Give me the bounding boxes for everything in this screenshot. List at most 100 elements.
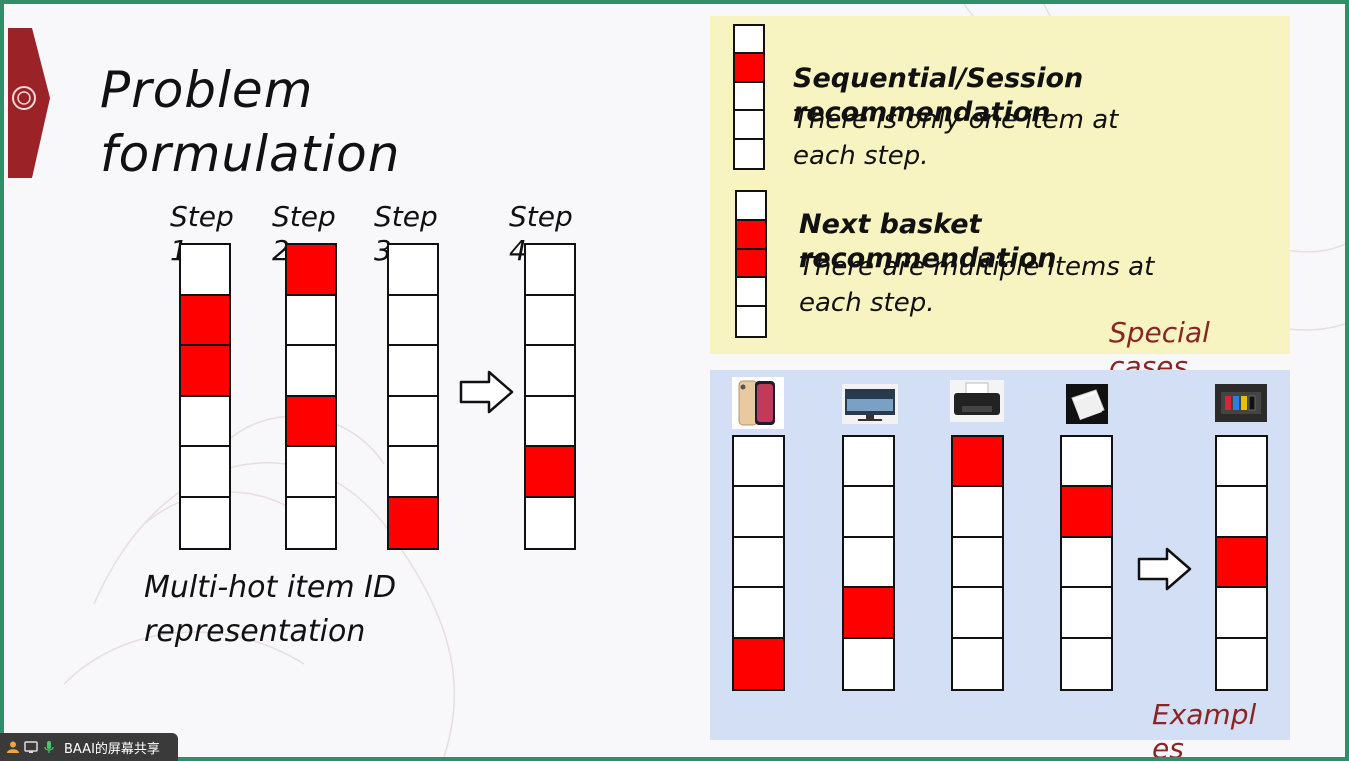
- inactive-cell: [1217, 638, 1266, 689]
- university-logo: [8, 28, 50, 178]
- microphone-icon[interactable]: [42, 740, 56, 754]
- inactive-cell: [181, 245, 229, 296]
- television-icon: [842, 384, 898, 424]
- inactive-cell: [734, 487, 783, 538]
- active-cell: [735, 54, 763, 83]
- ink-cartridge-icon: [1215, 384, 1267, 422]
- inactive-cell: [737, 278, 765, 308]
- active-cell: [181, 295, 229, 346]
- sequential-desc-line-1: There is only one item at: [793, 105, 1119, 135]
- inactive-cell: [526, 396, 574, 447]
- sequential-heading-line-2: recommendation: [793, 97, 1051, 128]
- printer-icon: [950, 380, 1004, 422]
- step-3-vector: [387, 243, 439, 550]
- slide: Problem formulation Step 1 Step 2 Step 3…: [4, 4, 1345, 757]
- title-line-1: Problem: [100, 61, 314, 119]
- active-cell: [1062, 487, 1111, 538]
- special-cases-panel: [710, 16, 1290, 354]
- inactive-cell: [526, 497, 574, 548]
- example-printer-vector: [951, 435, 1004, 691]
- inactive-cell: [1062, 537, 1111, 589]
- example-paper-vector: [1060, 435, 1113, 691]
- active-cell: [1217, 537, 1266, 589]
- inactive-cell: [734, 537, 783, 589]
- basket-heading-line-2: recommendation: [799, 243, 1057, 274]
- examples-tag: Exampl es: [1152, 698, 1256, 757]
- inactive-cell: [734, 588, 783, 639]
- inactive-cell: [287, 295, 335, 346]
- step-4-vector: [524, 243, 576, 550]
- inactive-cell: [287, 497, 335, 548]
- inactive-cell: [1217, 588, 1266, 639]
- step-4-number: 4: [509, 234, 527, 267]
- sequential-desc-line-2: each step.: [793, 141, 929, 171]
- paper-stack-icon: [1066, 384, 1108, 424]
- inactive-cell: [1217, 487, 1266, 538]
- inactive-cell: [181, 447, 229, 498]
- inactive-cell: [737, 307, 765, 336]
- step-1-vector: [179, 243, 231, 550]
- inactive-cell: [735, 26, 763, 55]
- screen-share-label: BAAI的屏幕共享: [64, 741, 160, 757]
- caption-line-2: representation: [144, 614, 366, 649]
- inactive-cell: [844, 537, 893, 589]
- examples-tag-line-2: es: [1152, 732, 1184, 757]
- inactive-cell: [389, 346, 437, 397]
- active-cell: [287, 245, 335, 296]
- inactive-cell: [1062, 437, 1111, 488]
- inactive-cell: [181, 396, 229, 447]
- inactive-cell: [953, 487, 1002, 538]
- basket-heading-line-1: Next basket: [799, 209, 982, 240]
- inactive-cell: [389, 245, 437, 296]
- active-cell: [287, 396, 335, 447]
- inactive-cell: [1217, 437, 1266, 488]
- example-predict-arrow-icon: [1137, 547, 1192, 591]
- special-tag-line-1: Special: [1109, 316, 1210, 349]
- inactive-cell: [737, 192, 765, 221]
- predict-arrow-icon: [459, 370, 514, 414]
- examples-tag-line-1: Exampl: [1152, 698, 1257, 731]
- inactive-cell: [953, 638, 1002, 689]
- basket-vector: [735, 190, 767, 338]
- caption-line-1: Multi-hot item ID: [144, 570, 397, 605]
- inactive-cell: [526, 346, 574, 397]
- active-cell: [953, 437, 1002, 488]
- step-1-word: Step: [170, 200, 234, 233]
- multi-hot-caption: Multi-hot item ID representation: [144, 566, 544, 654]
- inactive-cell: [389, 447, 437, 498]
- step-4-word: Step: [509, 200, 573, 233]
- inactive-cell: [844, 487, 893, 538]
- inactive-cell: [844, 437, 893, 488]
- active-cell: [389, 497, 437, 548]
- user-icon[interactable]: [6, 740, 20, 754]
- basket-desc-line-2: each step.: [799, 288, 935, 318]
- example-smartphone-vector: [732, 435, 785, 691]
- inactive-cell: [734, 437, 783, 488]
- inactive-cell: [287, 447, 335, 498]
- screen-icon[interactable]: [24, 740, 38, 754]
- inactive-cell: [953, 537, 1002, 589]
- example-television-vector: [842, 435, 895, 691]
- active-cell: [181, 346, 229, 397]
- step-2-word: Step: [272, 200, 336, 233]
- sequential-vector: [733, 24, 765, 170]
- basket-desc-line-1: There are multiple items at: [799, 252, 1155, 282]
- step-3-word: Step: [374, 200, 438, 233]
- sequential-heading-line-1: Sequential/Session: [793, 63, 1084, 94]
- inactive-cell: [735, 139, 763, 168]
- inactive-cell: [181, 497, 229, 548]
- screen-share-bar[interactable]: BAAI的屏幕共享: [0, 733, 178, 761]
- inactive-cell: [735, 82, 763, 112]
- active-cell: [737, 220, 765, 250]
- inactive-cell: [389, 396, 437, 447]
- step-4-label: Step 4: [509, 200, 589, 268]
- smartphone-icon: [732, 377, 784, 429]
- title-line-2: formulation: [100, 125, 401, 183]
- step-3-label: Step 3: [374, 200, 454, 268]
- active-cell: [734, 638, 783, 689]
- inactive-cell: [953, 588, 1002, 639]
- inactive-cell: [526, 295, 574, 346]
- active-cell: [844, 588, 893, 639]
- example-ink-vector: [1215, 435, 1268, 691]
- slide-title: Problem formulation: [100, 58, 520, 186]
